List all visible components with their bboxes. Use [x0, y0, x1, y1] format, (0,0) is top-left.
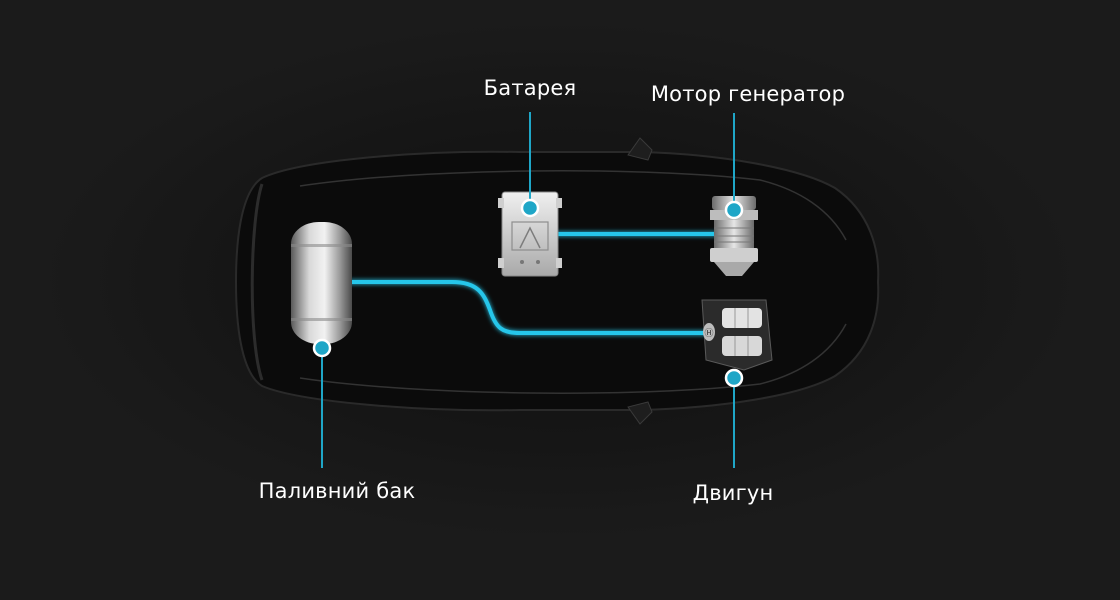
- battery-marker: [520, 198, 540, 218]
- callout-lines: [321, 112, 735, 468]
- battery-label: Батарея: [483, 76, 577, 100]
- svg-text:Ⓗ: Ⓗ: [704, 328, 713, 339]
- power-lines: [348, 232, 718, 335]
- fuel-tank-icon: [291, 222, 352, 344]
- fuel-tank-label: Паливний бак: [258, 479, 416, 503]
- callout-markers: [312, 198, 744, 388]
- engine-marker: [724, 368, 744, 388]
- engine-icon: Ⓗ: [701, 299, 773, 371]
- engine-label: Двигун: [692, 481, 774, 505]
- motor-marker: [724, 200, 744, 220]
- motor-generator-label: Мотор генератор: [650, 82, 846, 106]
- tank-marker: [312, 338, 332, 358]
